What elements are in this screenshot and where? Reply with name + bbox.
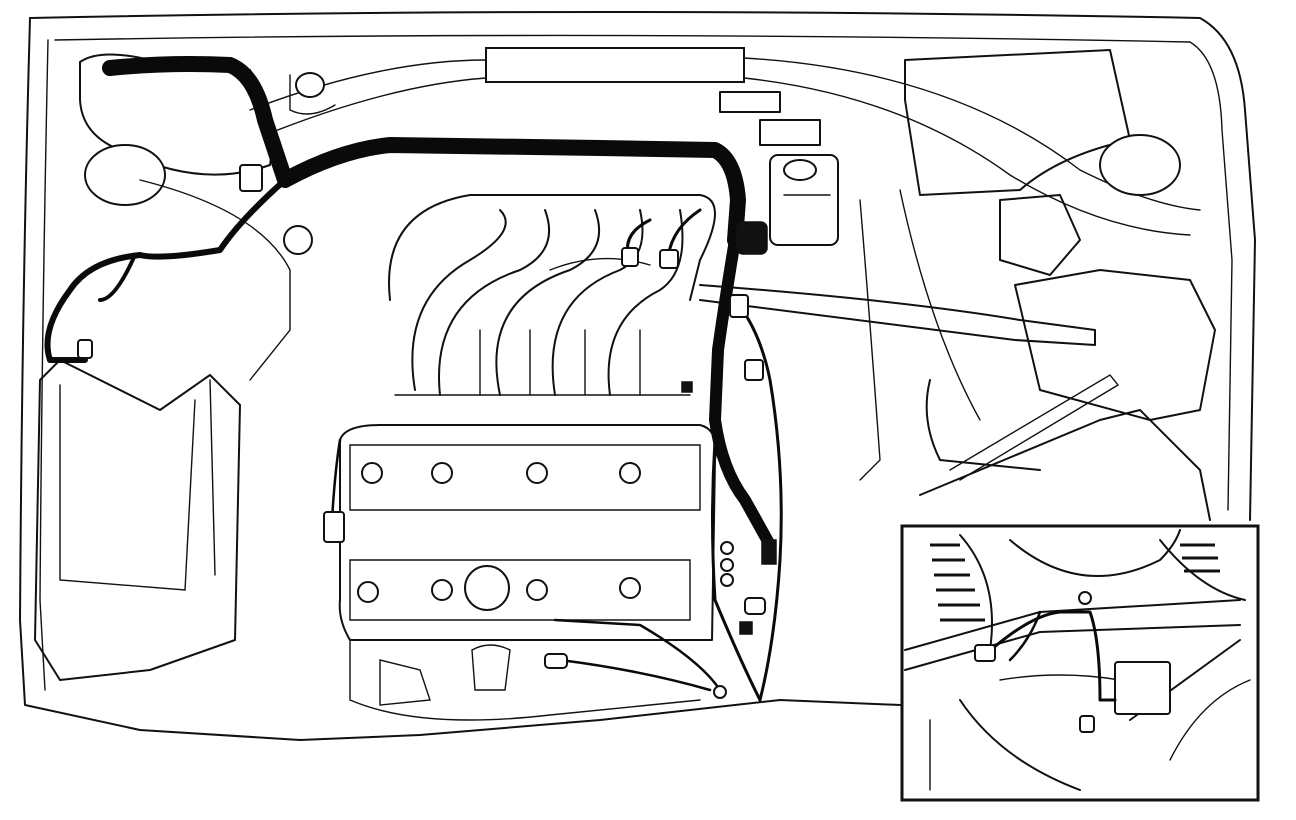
valve-cover bbox=[338, 424, 717, 721]
interior-inset bbox=[900, 524, 1260, 802]
right-side-components bbox=[699, 49, 1216, 521]
vent-grille-left bbox=[930, 543, 985, 622]
intake-manifold bbox=[388, 194, 716, 396]
harness-connectors bbox=[77, 164, 777, 699]
left-front-area bbox=[34, 53, 336, 681]
compartment-outline bbox=[19, 11, 1256, 741]
cowl-bar bbox=[249, 47, 1201, 236]
wiring-harness bbox=[44, 56, 783, 702]
coolant-reservoir bbox=[769, 154, 839, 246]
